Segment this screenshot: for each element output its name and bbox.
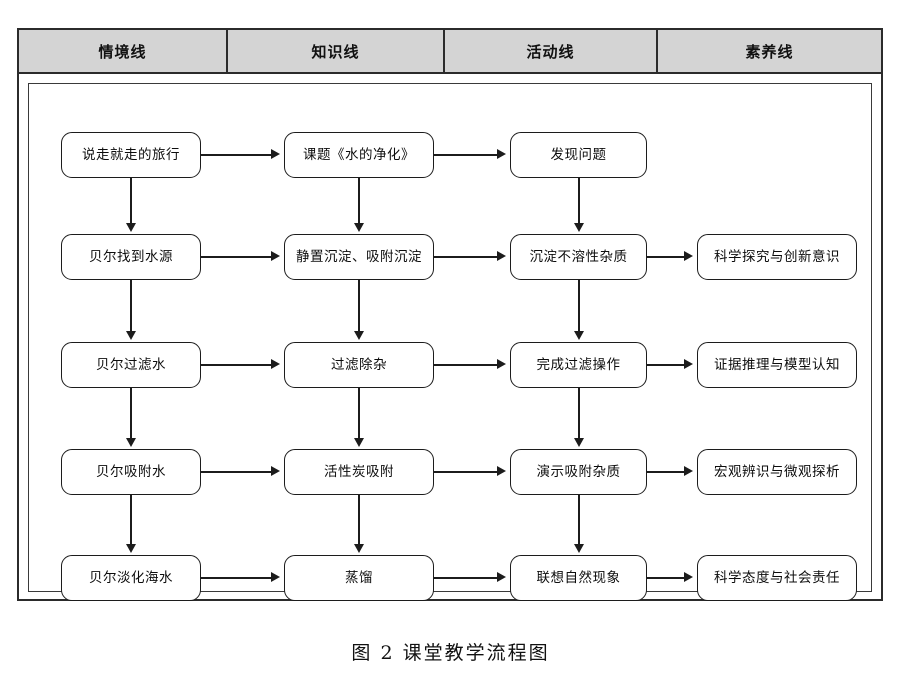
node-r4-activity: 演示吸附杂质 bbox=[510, 449, 647, 495]
lane-header-knowledge: 知识线 bbox=[228, 30, 445, 72]
node-r1-activity: 发现问题 bbox=[510, 132, 647, 178]
node-r5-knowledge: 蒸馏 bbox=[284, 555, 434, 601]
edge-r1-situation-knowledge bbox=[201, 154, 271, 156]
arrowhead-knowledge-r5 bbox=[353, 544, 364, 553]
edge-r2-situation-knowledge bbox=[201, 256, 271, 258]
node-r1-situation: 说走就走的旅行 bbox=[61, 132, 201, 178]
teaching-flowchart: 情境线 知识线 活动线 素养线 说走就走的旅行 课题《水的净化》 发现问题 贝尔… bbox=[17, 28, 883, 601]
lane-header-literacy: 素养线 bbox=[745, 42, 794, 61]
edge-r2-knowledge-activity bbox=[434, 256, 497, 258]
edge-r3-situation-knowledge bbox=[201, 364, 271, 366]
arrowhead-situation-r5 bbox=[125, 544, 136, 553]
arrowhead-r2-literacy bbox=[684, 251, 693, 261]
edge-r1-knowledge-activity bbox=[434, 154, 497, 156]
edge-activity-r4-r5 bbox=[578, 495, 580, 544]
arrowhead-r3-literacy bbox=[684, 359, 693, 369]
arrowhead-knowledge-r4 bbox=[353, 438, 364, 447]
arrowhead-knowledge-r2 bbox=[353, 223, 364, 232]
node-r4-knowledge: 活性炭吸附 bbox=[284, 449, 434, 495]
node-r4-situation: 贝尔吸附水 bbox=[61, 449, 201, 495]
node-r5-literacy: 科学态度与社会责任 bbox=[697, 555, 857, 601]
node-r3-activity: 完成过滤操作 bbox=[510, 342, 647, 388]
arrowhead-r4-literacy bbox=[684, 466, 693, 476]
edge-r2-activity-literacy bbox=[647, 256, 684, 258]
edge-r4-situation-knowledge bbox=[201, 471, 271, 473]
edge-r3-activity-literacy bbox=[647, 364, 684, 366]
edge-knowledge-r3-r4 bbox=[358, 388, 360, 438]
lane-header-situation: 情境线 bbox=[19, 30, 228, 72]
node-r5-activity: 联想自然现象 bbox=[510, 555, 647, 601]
edge-situation-r2-r3 bbox=[130, 280, 132, 331]
node-r2-literacy: 科学探究与创新意识 bbox=[697, 234, 857, 280]
edge-activity-r3-r4 bbox=[578, 388, 580, 438]
edge-r5-situation-knowledge bbox=[201, 577, 271, 579]
node-r3-situation: 贝尔过滤水 bbox=[61, 342, 201, 388]
edge-r5-activity-literacy bbox=[647, 577, 684, 579]
node-r3-literacy: 证据推理与模型认知 bbox=[697, 342, 857, 388]
node-r3-knowledge: 过滤除杂 bbox=[284, 342, 434, 388]
edge-activity-r2-r3 bbox=[578, 280, 580, 331]
edge-situation-r1-r2 bbox=[130, 178, 132, 223]
arrowhead-r3-activity bbox=[497, 359, 506, 369]
arrowhead-r5-literacy bbox=[684, 572, 693, 582]
node-r2-activity: 沉淀不溶性杂质 bbox=[510, 234, 647, 280]
node-r1-knowledge: 课题《水的净化》 bbox=[284, 132, 434, 178]
arrowhead-r2-knowledge bbox=[271, 251, 280, 261]
lane-header-activity: 活动线 bbox=[445, 30, 658, 72]
edge-r3-knowledge-activity bbox=[434, 364, 497, 366]
arrowhead-activity-r2 bbox=[573, 223, 584, 232]
arrowhead-r4-knowledge bbox=[271, 466, 280, 476]
edge-situation-r4-r5 bbox=[130, 495, 132, 544]
arrowhead-r3-knowledge bbox=[271, 359, 280, 369]
node-r5-situation: 贝尔淡化海水 bbox=[61, 555, 201, 601]
edge-r5-knowledge-activity bbox=[434, 577, 497, 579]
arrowhead-r1-knowledge bbox=[271, 149, 280, 159]
flow-canvas: 说走就走的旅行 课题《水的净化》 发现问题 贝尔找到水源 静置沉淀、吸附沉淀 沉… bbox=[28, 83, 872, 601]
edge-activity-r1-r2 bbox=[578, 178, 580, 223]
lane-header-row: 情境线 知识线 活动线 素养线 bbox=[19, 30, 881, 74]
figure-caption: 图 2 课堂教学流程图 bbox=[351, 642, 550, 664]
arrowhead-situation-r2 bbox=[125, 223, 136, 232]
arrowhead-situation-r3 bbox=[125, 331, 136, 340]
arrowhead-activity-r5 bbox=[573, 544, 584, 553]
edge-knowledge-r4-r5 bbox=[358, 495, 360, 544]
arrowhead-r5-activity bbox=[497, 572, 506, 582]
edge-knowledge-r2-r3 bbox=[358, 280, 360, 331]
arrowhead-r2-activity bbox=[497, 251, 506, 261]
arrowhead-activity-r4 bbox=[573, 438, 584, 447]
edge-r4-knowledge-activity bbox=[434, 471, 497, 473]
node-r2-situation: 贝尔找到水源 bbox=[61, 234, 201, 280]
arrowhead-knowledge-r3 bbox=[353, 331, 364, 340]
node-r2-knowledge: 静置沉淀、吸附沉淀 bbox=[284, 234, 434, 280]
edge-situation-r3-r4 bbox=[130, 388, 132, 438]
arrowhead-situation-r4 bbox=[125, 438, 136, 447]
edge-knowledge-r1-r2 bbox=[358, 178, 360, 223]
arrowhead-r5-knowledge bbox=[271, 572, 280, 582]
edge-r4-activity-literacy bbox=[647, 471, 684, 473]
arrowhead-r1-activity bbox=[497, 149, 506, 159]
arrowhead-r4-activity bbox=[497, 466, 506, 476]
node-r4-literacy: 宏观辨识与微观探析 bbox=[697, 449, 857, 495]
arrowhead-activity-r3 bbox=[573, 331, 584, 340]
